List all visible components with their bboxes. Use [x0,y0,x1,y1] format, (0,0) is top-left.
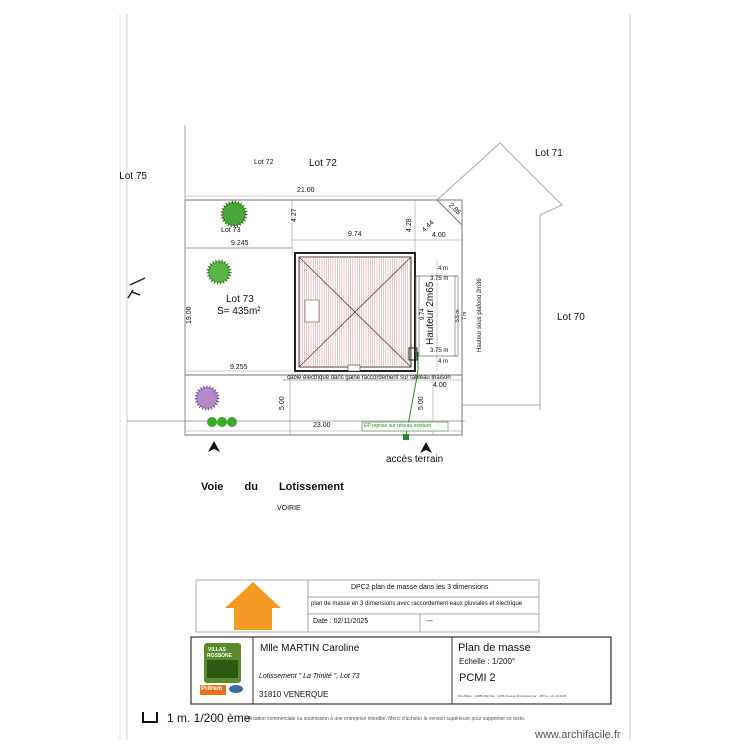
dim-55: 5.5 m [455,309,461,322]
dim-4m-bottom: 4 m [438,359,449,365]
tree-purple [194,385,220,411]
dim-500-right-label: 5.00 [418,396,425,410]
hauteur-label: Hauteur 2m65 [425,281,436,345]
voirie-label: VOIRIE [277,505,301,512]
dim-428-label: 4.28 [406,218,413,232]
voie-lotissement-label: Voie du Lotissement [201,481,344,493]
lot72-label: Lot 72 [309,158,337,169]
roof-window [304,299,320,323]
tree-top [220,200,248,228]
lot75-label: Lot 75 [119,171,147,182]
lot73-top-label: Lot 73 [221,227,241,234]
dim-974-top-label: 9.74 [348,231,362,238]
dim-9245-label: 9.245 [231,240,249,247]
lot72-small-label: Lot 72 [254,159,274,166]
lot70-label: Lot 70 [557,312,585,323]
dim-19-label: 19.00 [186,306,193,324]
scale-label: 1 m. 1/200 ème [167,711,251,725]
cable-label: câble électrique dans gaine raccordement… [287,375,451,381]
tiny-ref-text: Réf Affaire : L0886 Réf Plan : 4456 (Ver… [458,694,567,698]
dim-9255-label: 9.255 [230,364,248,371]
company-logo-inner [207,660,238,678]
parcel-chamfer [436,199,463,226]
ep-reprise-label: EP reprise sur réseau existant [364,423,431,429]
client-name: Mlle MARTIN Caroline [260,643,360,654]
hauteur-plafond-label: Hauteur sous plafond 2m36 [477,278,483,352]
lotissement-text: Lotissement " La Trinité ", Lot 73 [259,673,360,680]
plan-title: Plan de masse [458,642,531,654]
scale-bar-icon [142,712,158,723]
dim-427-label: 4.27 [291,208,298,222]
lot73-area: S= 435m² [217,306,261,317]
pritrem-badge [200,685,226,695]
lot73-label: Lot 73 [226,294,254,305]
info-date-text: Date : 02/11/2025 [313,618,369,625]
partner-logo-icon [229,685,243,693]
dim-23-label: 23.00 [313,422,331,429]
access-arrow-right [420,442,432,453]
info-row3-cell [307,613,540,633]
info-date-extra: --- [426,618,433,625]
house-door [347,364,361,372]
roof-ridge-2 [298,256,412,368]
access-arrow-left [208,441,220,452]
pcmi-code: PCMI 2 [459,672,496,684]
roof-hatching [299,258,411,366]
dim-7m: 7 m [462,311,468,320]
city-text: 31810 VENERQUE [259,690,329,699]
ep-label-box [361,421,449,432]
ep-pipe [405,352,419,437]
title-block-frame [190,636,612,705]
dim-400-top-label: 4.00 [432,232,446,239]
echelle-text: Echelle : 1/200° [459,657,516,666]
dim-21-label: 21.00 [297,187,315,194]
acces-terrain-label: accès terrain [386,454,444,465]
dim-400-bottom-label: 4.00 [433,382,447,389]
watermark-text: www.archifacile.fr [535,729,621,741]
pritrem-badge-text: Pritrem [201,686,223,692]
dim-375-top: 3.75 m [430,276,449,282]
dim-375-bottom: 3.75 m [430,348,449,354]
north-arrow-icon [127,277,146,299]
lot71-outline [436,142,563,406]
lot71-label: Lot 71 [535,148,563,159]
info-row2-text: plan de masse en 3 dimensions avec racco… [311,601,523,607]
disclaimer-text: Utilisation commerciale ou soumission à … [244,716,526,722]
ep-manhole [403,434,409,440]
logo-line2: ROSSONE [207,653,233,659]
tree-middle [206,259,232,285]
logo-line1: VILLAS [208,647,226,653]
carport-left-bar [415,275,420,357]
electric-box [408,347,418,361]
dim-4m-top: 4 m [438,266,449,272]
hedge-bushes [207,417,237,427]
home-icon [225,582,281,630]
info-row1-text: DPC2 plan de masse dans les 3 dimensions [351,584,489,591]
dim-500-left-label: 5.00 [279,396,286,410]
